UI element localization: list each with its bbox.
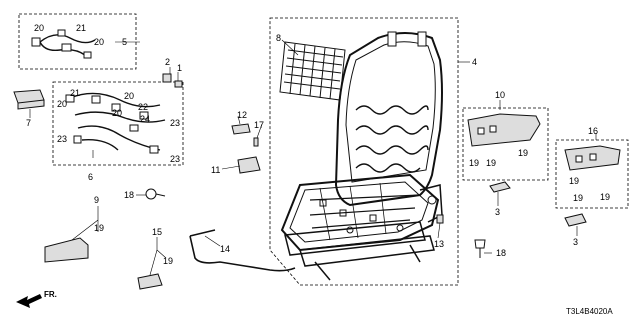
callout-15: 15 <box>152 227 162 237</box>
seat-frame-assembly <box>280 31 443 281</box>
callout-1: 1 <box>177 63 182 73</box>
seat-back-spring-mat <box>279 41 346 101</box>
harness-6-parts <box>65 92 166 154</box>
callout-22: 22 <box>138 102 148 112</box>
control-module-part-7 <box>13 89 45 110</box>
callout-5: 5 <box>122 37 127 47</box>
callout-13: 13 <box>434 239 444 249</box>
callout-23: 23 <box>57 134 67 144</box>
callout-19: 19 <box>518 148 528 158</box>
callout-18: 18 <box>496 248 506 258</box>
side-cover-part-9 <box>44 237 89 263</box>
seat-frame-group-4-box <box>269 17 459 286</box>
callout-9: 9 <box>94 195 99 205</box>
callout-19: 19 <box>94 223 104 233</box>
harness-5-parts <box>31 29 96 59</box>
callout-21: 21 <box>70 88 80 98</box>
callout-6: 6 <box>88 172 93 182</box>
callout-7: 7 <box>26 118 31 128</box>
callout-10: 10 <box>495 90 505 100</box>
leader-lines <box>29 39 597 276</box>
callout-23: 23 <box>170 118 180 128</box>
callout-4: 4 <box>472 57 477 67</box>
callout-3: 3 <box>573 237 578 247</box>
callout-20: 20 <box>112 108 122 118</box>
front-direction-arrow: FR. <box>16 290 57 308</box>
trim-parts-11-12-17 <box>231 123 261 174</box>
clip-parts-1-2 <box>162 73 183 88</box>
cover-part-15 <box>137 273 163 290</box>
callout-numbers: 20 21 20 5 21 20 20 22 20 24 23 23 23 6 … <box>26 23 610 266</box>
harness-group-5-box <box>18 13 137 70</box>
callout-20: 20 <box>34 23 44 33</box>
switch-assembly-16 <box>564 145 621 227</box>
diagram-code: T3L4B4020A <box>566 307 613 316</box>
callout-16: 16 <box>588 126 598 136</box>
callout-3: 3 <box>495 207 500 217</box>
callout-17: 17 <box>254 120 264 130</box>
callout-20: 20 <box>57 99 67 109</box>
switch-assembly-10 <box>467 113 541 193</box>
fastener-part-13 <box>436 214 444 224</box>
callout-23: 23 <box>170 154 180 164</box>
callout-2: 2 <box>165 57 170 67</box>
callout-19: 19 <box>486 158 496 168</box>
callout-19: 19 <box>163 256 173 266</box>
front-direction-label: FR. <box>44 290 57 299</box>
callout-21: 21 <box>76 23 86 33</box>
harness-group-6-box <box>52 81 184 166</box>
callout-12: 12 <box>237 110 247 120</box>
cable-part-14 <box>189 229 296 272</box>
callout-14: 14 <box>220 244 230 254</box>
callout-19: 19 <box>469 158 479 168</box>
switch-group-10-box <box>462 107 549 181</box>
callout-19: 19 <box>569 176 579 186</box>
bolt-parts-18 <box>145 188 486 258</box>
callout-24: 24 <box>140 114 150 124</box>
callout-20: 20 <box>124 91 134 101</box>
switch-group-16-box <box>555 139 629 209</box>
callout-8: 8 <box>276 33 281 43</box>
callout-20: 20 <box>94 37 104 47</box>
callout-19: 19 <box>573 193 583 203</box>
callout-19: 19 <box>600 192 610 202</box>
callout-18: 18 <box>124 190 134 200</box>
callout-11: 11 <box>211 165 220 175</box>
